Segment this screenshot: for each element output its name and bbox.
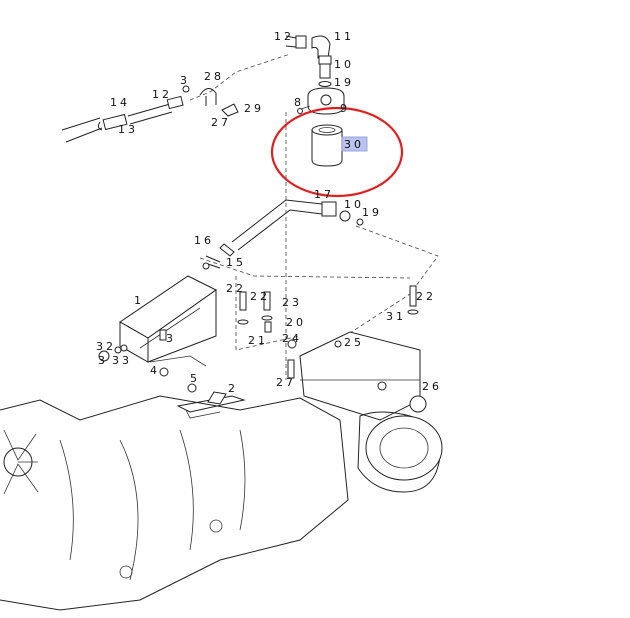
callout-17: 17: [314, 188, 334, 201]
callout-27b: 27: [276, 376, 296, 389]
reference-lines: [199, 112, 439, 380]
callout-22a: 22: [226, 282, 246, 295]
callout-12b: 12: [152, 88, 172, 101]
top-elbow-fitting: [285, 35, 332, 87]
small-fittings: [98, 285, 419, 393]
callout-10b: 10: [344, 198, 364, 211]
callout-30: 30: [344, 138, 364, 151]
callout-30-highlight[interactable]: 30: [341, 136, 368, 152]
callout-13: 13: [118, 123, 138, 136]
callout-21: 21: [248, 334, 268, 347]
callout-5: 5: [190, 372, 200, 385]
callout-14: 14: [110, 96, 130, 109]
callout-26: 26: [422, 380, 442, 393]
callout-29: 29: [244, 102, 264, 115]
mounting-bracket: [176, 391, 246, 419]
return-pipe: [202, 199, 364, 270]
callout-3c: 3: [98, 354, 108, 367]
callout-28: 28: [204, 70, 224, 83]
callout-3b: 3: [166, 332, 176, 345]
top-hose-assembly: [61, 53, 291, 143]
callout-19a: 19: [334, 76, 354, 89]
callout-8: 8: [294, 96, 304, 109]
callout-9: 9: [340, 102, 350, 115]
callout-23: 23: [282, 296, 302, 309]
callout-4: 4: [150, 364, 160, 377]
callout-20: 20: [286, 316, 306, 329]
callout-31: 31: [386, 310, 406, 323]
highlight-ring: [270, 106, 404, 198]
callout-19b: 19: [362, 206, 382, 219]
callout-16: 16: [194, 234, 214, 247]
transmission-housing: [0, 331, 443, 611]
callout-24: 24: [282, 332, 302, 345]
callout-1: 1: [134, 294, 144, 307]
callout-2: 2: [228, 382, 238, 395]
callout-15: 15: [226, 256, 246, 269]
callout-27a: 27: [211, 116, 231, 129]
callout-25: 25: [344, 336, 364, 349]
callout-22b: 22: [250, 290, 270, 303]
callout-labels: 12 11 10 19 3 28 14 12 13 27 29 8 9 17 1…: [96, 30, 442, 395]
callout-3a: 3: [180, 74, 190, 87]
callout-33: 33: [112, 354, 132, 367]
callout-12a: 12: [274, 30, 294, 43]
callout-32: 32: [96, 340, 116, 353]
callout-11: 11: [334, 30, 354, 43]
callout-10a: 10: [334, 58, 354, 71]
highlight-label-box: [341, 136, 368, 152]
oil-reservoir: [119, 275, 217, 367]
oil-filter-cartridge[interactable]: [311, 124, 343, 167]
callout-22c: 22: [416, 290, 436, 303]
